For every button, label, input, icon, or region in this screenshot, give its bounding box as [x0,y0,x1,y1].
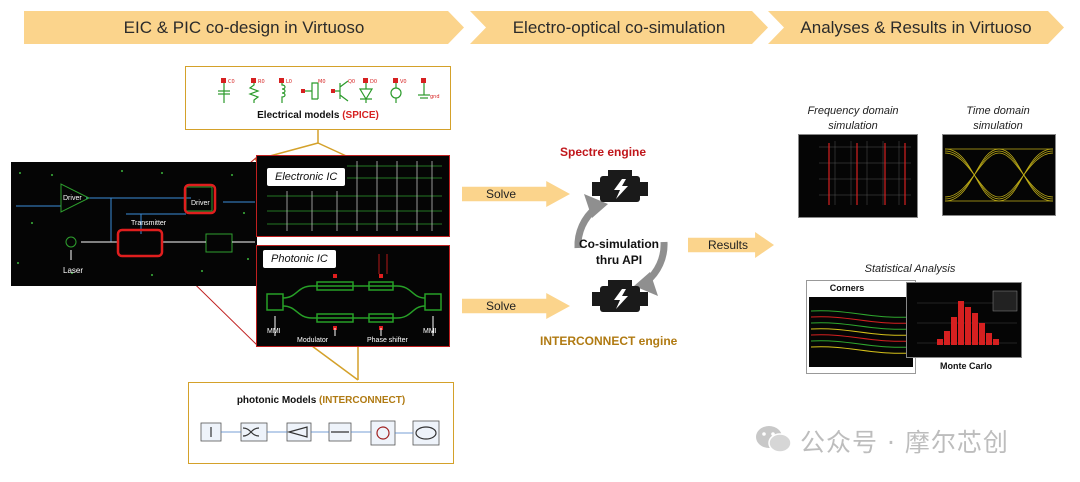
symbol-label: L0 [286,79,292,85]
corners-plot: Corners [806,280,916,374]
symbol-label: Q0 [348,79,355,85]
interconnect-engine-title: INTERCONNECT engine [540,334,678,348]
freq-title-line: Frequency domain [807,105,899,117]
laser-label: Laser [63,266,84,275]
stage-label: Analyses & Results in Virtuoso [800,17,1032,37]
mmi-left-label: MMI [267,328,281,335]
stage-cosimulation: Electro-optical co-simulation [470,11,768,44]
photonic-ic-panel: Photonic IC MMI Modulator Phase shifter … [256,245,450,347]
cosim-line1: Co-simulation [579,237,659,251]
stage-analyses-results: Analyses & Results in Virtuoso [768,11,1064,44]
photonic-ic-drawing [266,254,442,336]
engine-icon [592,280,648,312]
driver-right-label: Driver [191,200,210,207]
electronic-ic-drawing [267,161,442,231]
symbol-label: V0 [400,79,407,85]
electrical-models-box: C0 R0 L0 M0 Q0 D0 V0 gnd Electrical mode… [185,66,451,130]
monte-carlo-histogram [906,282,1022,358]
interconnect-symbols [200,420,440,446]
photonic-models-box: photonic Models (INTERCONNECT) [188,382,454,464]
solve-top-label: Solve [486,187,517,201]
monte-carlo-label: Monte Carlo [940,361,993,371]
symbol-label: D0 [370,79,377,85]
stage-label: EIC & PIC co-design in Virtuoso [123,17,365,37]
cosimulation-cycle [574,170,668,312]
solve-bottom-label: Solve [486,299,517,313]
wechat-icon [756,426,792,453]
corners-drawing [810,310,912,354]
electronic-ic-label: Electronic IC [267,168,346,186]
results-label: Results [708,238,749,252]
photonic-models-title: photonic Models (INTERCONNECT) [189,395,453,406]
time-domain-eye-diagram [942,134,1056,216]
spice-symbols: C0 R0 L0 M0 Q0 D0 V0 gnd [218,78,440,103]
schematic-drawing [16,170,255,276]
engine-icon [592,170,648,202]
system-schematic: Driver Driver Transmitter Laser [11,162,257,286]
mmi-right-label: MMI [423,328,437,335]
frequency-domain-plot [798,134,918,218]
statistical-analysis-title: Statistical Analysis [864,263,956,275]
driver-left-label: Driver [63,195,82,202]
symbol-label: R0 [258,79,265,85]
time-title-line: simulation [973,120,1023,132]
symbol-label: M0 [318,79,326,85]
photonic-models-title-main: photonic Models [236,395,320,406]
electronic-ic-panel: Electronic IC [256,155,450,237]
electrical-models-title-main: Electrical models [257,110,343,121]
monte-carlo-drawing [917,290,1018,345]
electrical-models-title-highlight: (SPICE) [342,110,379,121]
photonic-ic-label: Photonic IC [263,250,336,268]
freq-title-line: simulation [828,120,878,132]
corners-label: Corners [829,283,865,293]
stage-eic-pic-codesign: EIC & PIC co-design in Virtuoso [24,11,464,44]
symbol-label: C0 [228,79,235,85]
eye-diagram-drawing [944,148,1054,202]
modulator-label: Modulator [297,337,329,344]
symbol-label: gnd [430,94,440,100]
cosim-line2: thru API [595,253,643,267]
electrical-models-title: Electrical models (SPICE) [186,110,450,121]
transmitter-label: Transmitter [131,220,167,227]
time-domain-title: Time domain simulation [940,104,1056,134]
spectre-engine-title: Spectre engine [560,145,647,159]
watermark-text: 公众号 · 摩尔芯创 [800,428,1009,457]
frequency-plot-drawing [819,141,911,205]
frequency-domain-title: Frequency domain simulation [795,104,911,134]
time-title-line: Time domain [966,105,1030,117]
phase-shifter-label: Phase shifter [367,337,408,344]
photonic-models-title-highlight: (INTERCONNECT) [319,395,406,406]
cosimulation-label: Co-simulation thru API [560,236,678,268]
stage-label: Electro-optical co-simulation [512,17,726,37]
